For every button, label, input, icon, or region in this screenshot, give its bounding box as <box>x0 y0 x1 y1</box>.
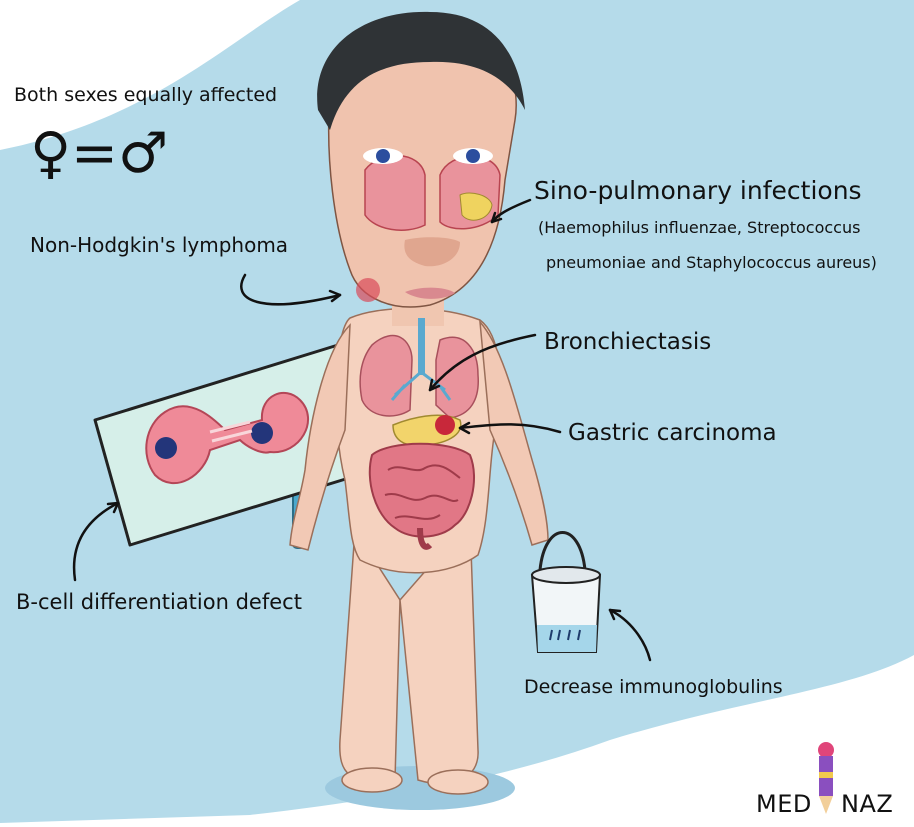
sino-title: Sino-pulmonary infections <box>534 176 862 205</box>
sex-symbol: ♀=♂ <box>30 124 168 184</box>
bronchiectasis-label: Bronchiectasis <box>544 329 711 355</box>
lymphoma-lesion <box>356 278 380 302</box>
gastric-label: Gastric carcinoma <box>568 420 777 446</box>
nhl-label: Non-Hodgkin's lymphoma <box>30 233 288 257</box>
logo-med: MED <box>756 790 812 818</box>
sinuses <box>365 156 425 231</box>
sexes-label: Both sexes equally affected <box>14 84 277 106</box>
logo-naz: NAZ <box>841 790 893 818</box>
immunoglobulin-label: Decrease immunoglobulins <box>524 676 783 698</box>
sino-line-2: pneumoniae and Staphylococcus aureus) <box>546 253 877 272</box>
sino-line-1: (Haemophilus influenzae, Streptococcus <box>538 218 860 237</box>
pencil-icon <box>810 742 842 816</box>
bcell-label: B-cell differentiation defect <box>16 590 302 614</box>
mednaz-logo: MED NAZ <box>756 742 896 816</box>
gastric-tumor <box>435 415 455 435</box>
trachea <box>418 318 425 375</box>
